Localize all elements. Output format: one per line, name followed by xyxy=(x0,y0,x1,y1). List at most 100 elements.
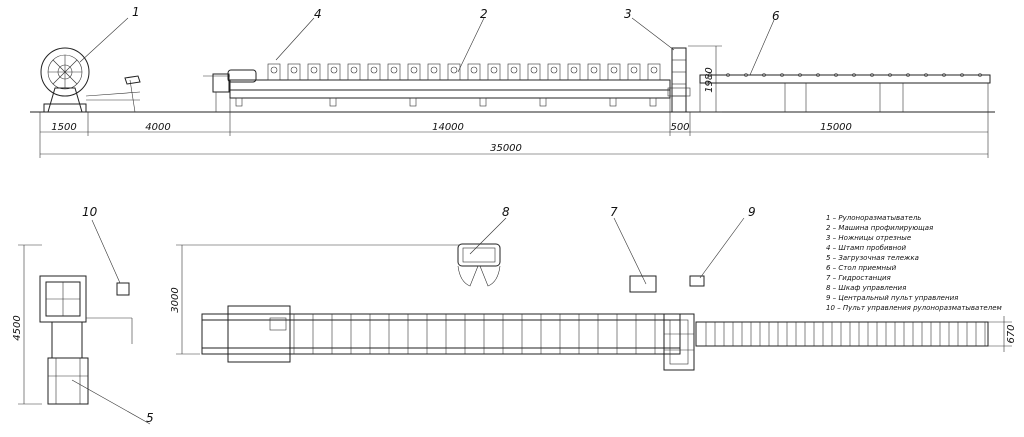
legend-item-3: 3 – Ножницы отрезные xyxy=(826,234,911,242)
leaders-top xyxy=(79,17,775,76)
label-1: 1 xyxy=(132,5,140,19)
roll-stand xyxy=(267,63,281,81)
table-roller xyxy=(834,73,838,77)
label-8: 8 xyxy=(502,205,510,219)
plan-view: 4500 10 5 3000 8 7 9 xyxy=(12,205,1017,425)
table-roller xyxy=(762,73,766,77)
control-cabinet xyxy=(457,217,507,287)
table-roller xyxy=(780,73,784,77)
roll-stand-shaft xyxy=(450,66,458,74)
runout-plan xyxy=(695,321,989,347)
legend-item-4: 4 – Штамп пробивной xyxy=(826,244,906,252)
roll-stand-shaft xyxy=(550,66,558,74)
legend-item-6: 6 – Стол приемный xyxy=(826,264,897,272)
roll-stand xyxy=(627,63,641,81)
table-roller xyxy=(924,73,928,77)
roll-stand-shaft xyxy=(510,66,518,74)
machine-leg xyxy=(539,97,547,107)
decoiler-stand xyxy=(47,87,83,113)
dim-1500: 1500 xyxy=(51,122,76,133)
shear-plan xyxy=(663,313,695,371)
roll-stand-shaft xyxy=(310,66,318,74)
roll-stand-shaft xyxy=(610,66,618,74)
roll-stand-shaft xyxy=(630,66,638,74)
side-elevation: 1980 1500 4000 14000 500 15000 35000 1 4 xyxy=(30,5,995,158)
roll-stand-shaft xyxy=(370,66,378,74)
legend: 1 – Рулоноразматыватель 2 – Машина профи… xyxy=(826,214,1002,312)
entry-guide xyxy=(203,69,257,112)
roll-stand xyxy=(387,63,401,81)
dim-3000: 3000 xyxy=(170,287,181,312)
shear xyxy=(667,47,691,113)
roll-stand xyxy=(447,63,461,81)
decoiler-pendant xyxy=(116,282,130,296)
roll-stand xyxy=(467,63,481,81)
table-roller xyxy=(960,73,964,77)
label-7: 7 xyxy=(610,205,618,219)
roll-stand-shaft xyxy=(270,66,278,74)
roll-stand xyxy=(487,63,501,81)
dim-15000: 15000 xyxy=(820,122,852,133)
label-5: 5 xyxy=(146,411,154,425)
dim-4000: 4000 xyxy=(145,122,170,133)
roll-stand xyxy=(567,63,581,81)
roll-stand-shaft xyxy=(350,66,358,74)
table-roller xyxy=(726,73,730,77)
roll-stand xyxy=(347,63,361,81)
dim-500: 500 xyxy=(670,122,689,133)
legend-item-2: 2 – Машина профилирующая xyxy=(826,224,933,232)
label-10: 10 xyxy=(82,205,98,219)
plan-stands xyxy=(293,314,656,354)
roll-stand xyxy=(427,63,441,81)
roll-stand-shaft xyxy=(330,66,338,74)
machine-leg xyxy=(649,97,657,107)
legend-item-7: 7 – Гидростанция xyxy=(826,274,891,282)
label-4: 4 xyxy=(314,7,322,21)
roll-stand-shaft xyxy=(470,66,478,74)
legend-item-5: 5 – Загрузочная тележка xyxy=(826,254,919,262)
table-roller xyxy=(888,73,892,77)
roll-stand-shaft xyxy=(590,66,598,74)
dim-1980: 1980 xyxy=(704,67,715,92)
dim-35000: 35000 xyxy=(490,143,522,154)
roll-stand-shaft xyxy=(570,66,578,74)
dim-670: 670 xyxy=(1006,324,1017,343)
coil-car-rail xyxy=(85,91,141,97)
roll-stand xyxy=(507,63,521,81)
label-6: 6 xyxy=(772,9,780,23)
machine-leg xyxy=(479,97,487,107)
dim-4500-lines xyxy=(18,244,42,405)
roll-stand xyxy=(327,63,341,81)
roll-stand-shaft xyxy=(290,66,298,74)
machine-leg xyxy=(329,97,337,107)
roll-stand-shaft xyxy=(430,66,438,74)
dim-670-lines xyxy=(988,316,1012,352)
label-2: 2 xyxy=(480,7,488,21)
table-roller xyxy=(978,73,982,77)
table-roller xyxy=(870,73,874,77)
coil-car-plan xyxy=(39,275,133,405)
roll-stand-shaft xyxy=(650,66,658,74)
roll-stand xyxy=(527,63,541,81)
table-roller xyxy=(906,73,910,77)
machine-leg xyxy=(235,97,243,107)
machine-leg xyxy=(409,97,417,107)
machine-legs xyxy=(235,97,657,107)
legend-item-9: 9 – Центральный пульт управления xyxy=(826,294,958,302)
table-roller xyxy=(852,73,856,77)
central-console xyxy=(689,275,705,287)
table-rollers xyxy=(708,73,982,77)
height-dimension: 1980 xyxy=(688,45,722,113)
hydraulic-station xyxy=(629,275,657,293)
roll-stand-shaft xyxy=(490,66,498,74)
label-3: 3 xyxy=(624,7,632,21)
roll-stand xyxy=(547,63,561,81)
dim-14000: 14000 xyxy=(432,122,464,133)
legend-item-8: 8 – Шкаф управления xyxy=(826,284,906,292)
dim-4500: 4500 xyxy=(12,315,23,340)
roll-stand xyxy=(287,63,301,81)
roll-stand-shaft xyxy=(390,66,398,74)
coil-outer xyxy=(40,47,90,97)
horizontal-dimensions xyxy=(39,112,989,158)
